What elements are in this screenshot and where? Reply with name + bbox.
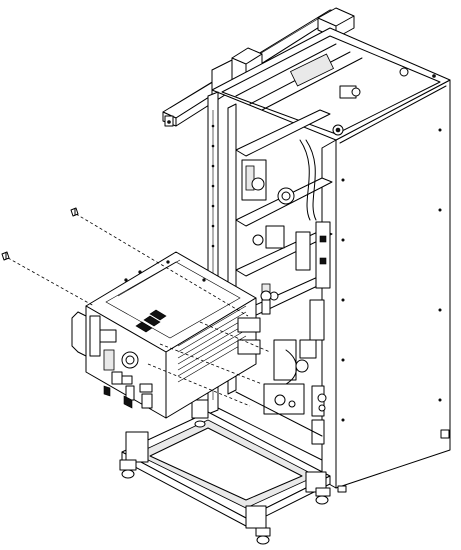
removable-module (71, 251, 272, 419)
screw-left-lower (1, 251, 10, 261)
frame-rack (207, 27, 451, 493)
screw-left-upper (70, 207, 79, 217)
alignment-guides (7, 213, 271, 407)
wheeled-base (119, 399, 331, 545)
